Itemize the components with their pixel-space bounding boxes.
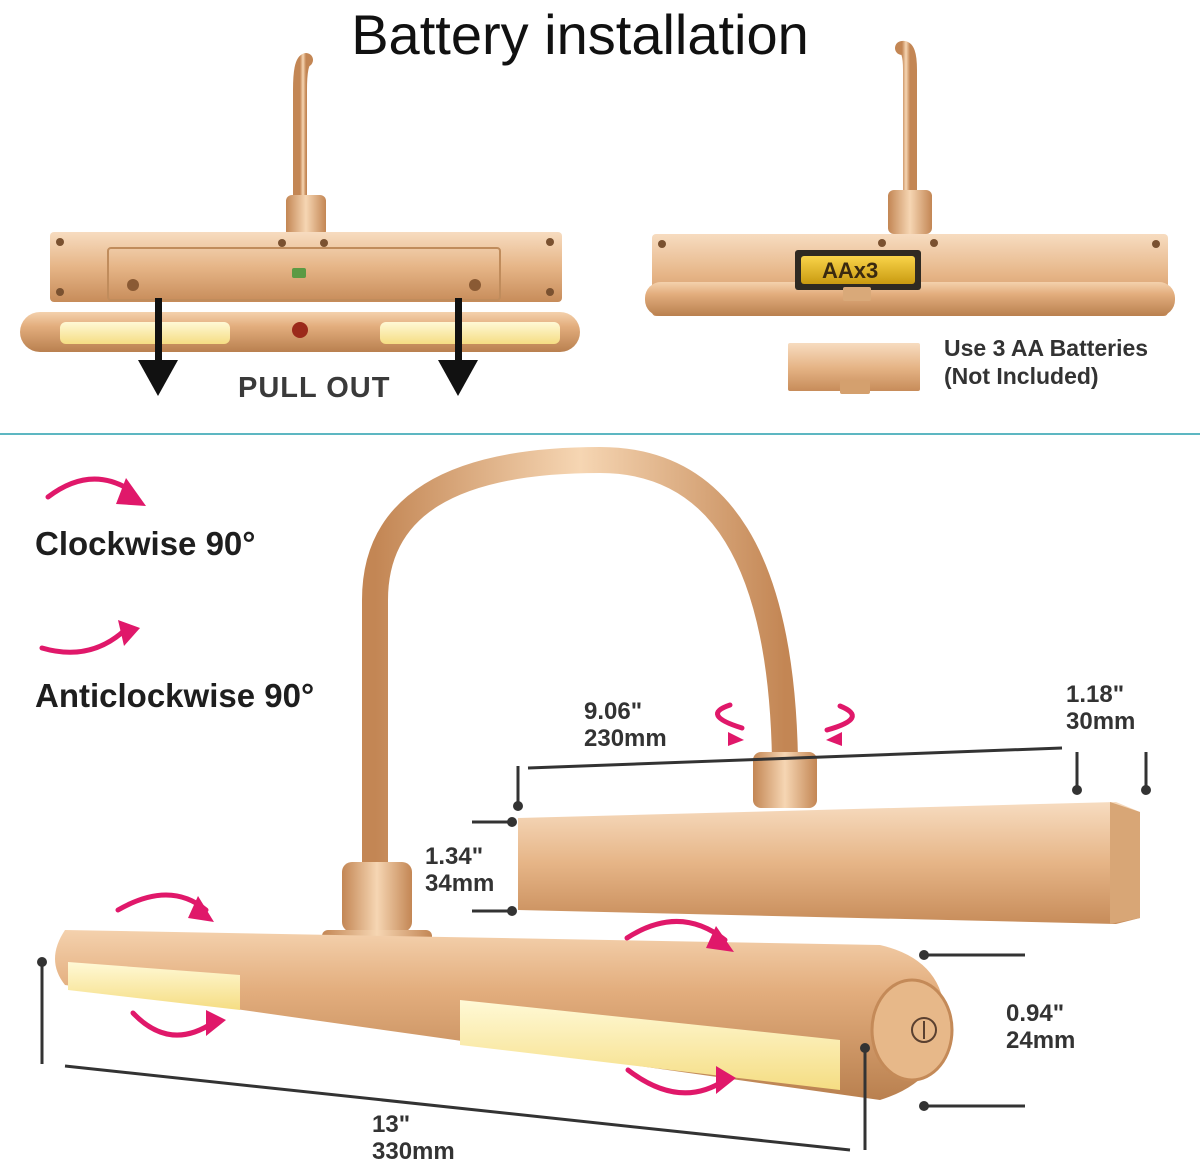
page-title: Battery installation (351, 3, 809, 66)
depth-dimension: 1.18" 30mm (1066, 681, 1135, 735)
depth-mm: 30mm (1066, 708, 1136, 735)
lamp-rear-view-right (645, 40, 1175, 316)
height-in: 1.34" (425, 843, 484, 870)
tube-in: 0.94" (1006, 1000, 1065, 1027)
section-divider (0, 433, 1200, 435)
tube-mm: 24mm (1006, 1027, 1076, 1054)
battery-label: AAx3 (822, 258, 879, 283)
width-in: 9.06" (584, 698, 643, 725)
rotate-arrowhead-icon (116, 478, 842, 1094)
length-dimension: 13" 330mm (372, 1111, 455, 1165)
width-dimension: 9.06" 230mm (584, 698, 667, 752)
arrow-down-icon (438, 298, 478, 396)
pull-out-label: PULL OUT (238, 372, 391, 404)
width-mm: 230mm (584, 725, 667, 752)
depth-in: 1.18" (1066, 681, 1125, 708)
lamp-main-view (55, 446, 1140, 1100)
arrow-down-icon (138, 298, 178, 396)
battery-note-line2: (Not Included) (944, 363, 1099, 389)
anticlockwise-label: Anticlockwise 90° (35, 677, 315, 714)
lamp-rear-view-left (20, 53, 580, 352)
dimension-lines (40, 746, 1148, 1152)
height-dimension: 1.34" 34mm (425, 843, 494, 897)
clockwise-label: Clockwise 90° (35, 525, 256, 562)
length-mm: 330mm (372, 1138, 455, 1165)
battery-icon (801, 256, 915, 284)
height-mm: 34mm (425, 870, 495, 897)
tube-dimension: 0.94" 24mm (1006, 1000, 1075, 1054)
battery-note: Use 3 AA Batteries (Not Included) (944, 334, 1148, 390)
battery-note-line1: Use 3 AA Batteries (944, 335, 1149, 361)
power-icon (911, 1017, 937, 1043)
battery-cover (788, 343, 920, 394)
length-in: 13" (372, 1111, 411, 1138)
